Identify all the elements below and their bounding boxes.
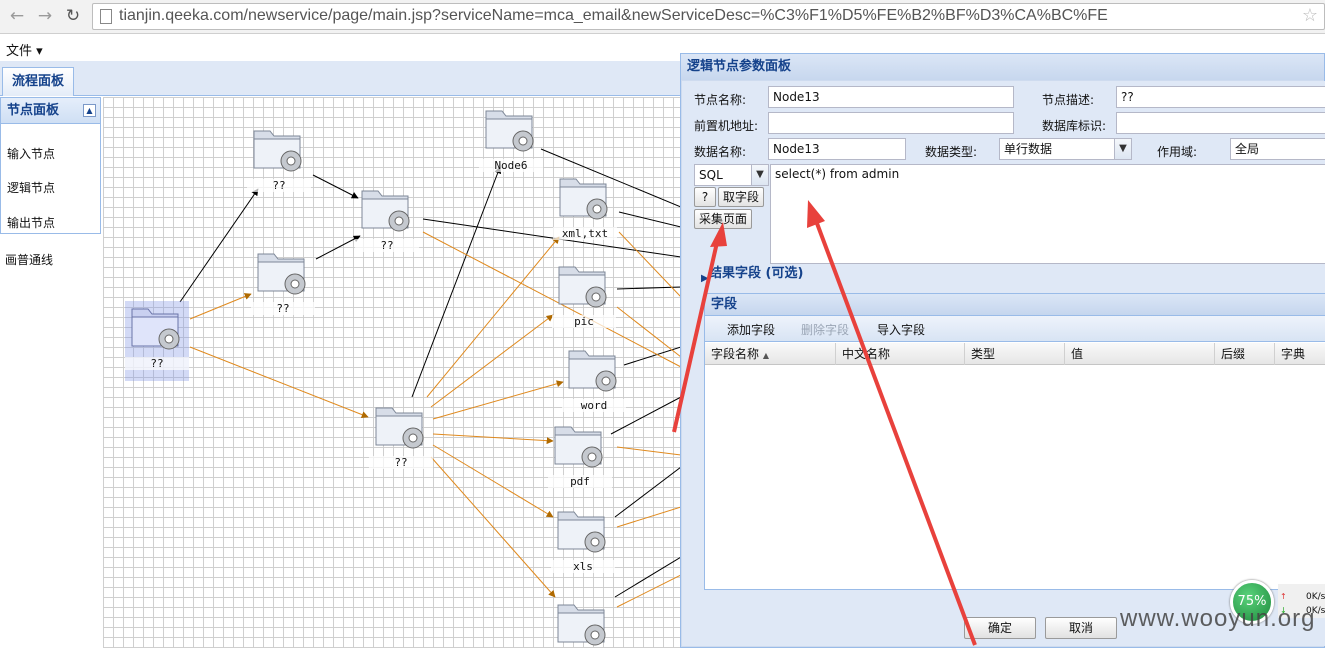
node-label: ??	[251, 302, 315, 315]
upload-icon: ↑	[1280, 592, 1287, 601]
fields-grid-header: 字段名称 ▲ 中文名称 类型 值 后缀 字典	[705, 343, 1325, 365]
node-item-output[interactable]: 输出节点	[7, 216, 56, 230]
data-name-input[interactable]: Node13	[768, 138, 906, 160]
node-desc-input[interactable]: ??	[1116, 86, 1325, 108]
scope-select[interactable]: 全局	[1230, 138, 1325, 160]
node-item-logic[interactable]: 逻辑节点	[7, 181, 56, 195]
column-header[interactable]: 值	[1065, 343, 1215, 365]
result-fields-label: 结果字段 (可选)	[709, 266, 804, 281]
logic-node-dialog: 逻辑节点参数面板 节点名称: Node13 节点描述: ?? 前置机地址: 数据…	[680, 53, 1325, 648]
node-label: ??	[247, 179, 311, 192]
node-name-input[interactable]: Node13	[768, 86, 1014, 108]
file-menu[interactable]: 文件 ▾	[6, 44, 43, 59]
db-id-label: 数据库标识:	[1042, 119, 1107, 133]
flow-node[interactable]: ??	[251, 246, 315, 326]
flow-node[interactable]: ??	[355, 183, 419, 263]
node-label: ??	[125, 357, 189, 370]
node-label: pdf	[548, 475, 612, 488]
back-icon[interactable]: ←	[9, 6, 25, 26]
node-label: Node6	[479, 159, 543, 172]
flow-node[interactable]: xls	[551, 504, 615, 584]
query-type-select[interactable]: SQL ▼	[694, 164, 769, 186]
flow-node[interactable]: ??	[369, 400, 433, 480]
node-panel: 节点面板 ▲ 输入节点 逻辑节点 输出节点	[0, 97, 101, 234]
add-field-button[interactable]: 添加字段	[727, 323, 776, 337]
node-label: word	[562, 399, 626, 412]
node-label: pic	[552, 315, 616, 328]
forward-icon[interactable]: →	[37, 6, 53, 26]
help-button[interactable]: ?	[694, 187, 716, 207]
delete-field-button[interactable]: 删除字段	[801, 323, 850, 337]
node-desc-label: 节点描述:	[1042, 93, 1095, 107]
data-type-select[interactable]: 单行数据 ▼	[999, 138, 1132, 160]
flow-node[interactable]: xml,txt	[553, 171, 617, 251]
column-header[interactable]: 字典	[1281, 347, 1306, 361]
get-fields-button[interactable]: 取字段	[718, 187, 764, 207]
dialog-body: 节点名称: Node13 节点描述: ?? 前置机地址: 数据库标识: 数据名称…	[682, 81, 1325, 646]
flow-node-selected[interactable]: ??	[125, 301, 189, 381]
flow-node[interactable]: word	[562, 343, 626, 423]
fields-panel: 字段 添加字段 删除字段 导入字段 字段名称 ▲ 中文名称 类型 值 后缀 字典	[704, 293, 1325, 590]
network-speed-text: ↑ 0K/s ↓ 0K/s	[1278, 584, 1325, 618]
frontend-addr-label: 前置机地址:	[694, 119, 759, 133]
watermark: www.wooyun.org	[1120, 605, 1316, 632]
query-type-value: SQL	[699, 168, 723, 182]
node-item-input[interactable]: 输入节点	[7, 147, 56, 161]
node-panel-header: 节点面板 ▲	[1, 98, 100, 124]
sort-asc-icon: ▲	[762, 351, 769, 360]
node-label: ??	[369, 456, 433, 469]
node-label: xml,txt	[553, 227, 617, 240]
flow-canvas[interactable]: ?? ?? ?? ?? ?? Node6 xml,txt pic word pd…	[103, 97, 681, 648]
frontend-addr-input[interactable]	[768, 112, 1014, 134]
bookmark-star-icon[interactable]: ☆	[1301, 5, 1318, 26]
column-header[interactable]: 后缀	[1215, 343, 1275, 365]
node-label: xls	[551, 560, 615, 573]
expand-icon[interactable]: ▶	[701, 273, 709, 284]
flow-node[interactable]: pdf	[548, 419, 612, 499]
chevron-down-icon[interactable]: ▼	[1114, 139, 1131, 159]
collapse-icon[interactable]: ▲	[83, 104, 96, 117]
flow-node[interactable]: Node6	[479, 103, 543, 183]
cancel-button[interactable]: 取消	[1045, 617, 1117, 639]
sql-textarea[interactable]: select(*) from admin	[770, 164, 1325, 264]
url-text[interactable]: tianjin.qeeka.com/newservice/page/main.j…	[119, 7, 1108, 24]
column-header[interactable]: 字段名称 ▲	[705, 343, 836, 365]
chevron-down-icon[interactable]: ▼	[751, 165, 768, 185]
result-fields-toggle[interactable]: ▶ 结果字段 (可选)	[701, 262, 1325, 286]
flow-node[interactable]	[551, 597, 615, 648]
data-name-label: 数据名称:	[694, 145, 747, 159]
network-speed-indicator: 75%	[1230, 580, 1274, 624]
node-panel-title: 节点面板	[7, 103, 60, 118]
flow-node[interactable]: ??	[247, 123, 311, 203]
ok-button[interactable]: 确定	[964, 617, 1036, 639]
flow-node[interactable]: pic	[552, 259, 616, 339]
fields-panel-title: 字段	[705, 294, 1325, 316]
connections	[179, 148, 681, 608]
scope-label: 作用域:	[1157, 145, 1198, 159]
db-id-input[interactable]	[1116, 112, 1325, 134]
draw-link-tool[interactable]: 画普通线	[5, 253, 54, 267]
address-bar[interactable]: tianjin.qeeka.com/newservice/page/main.j…	[92, 3, 1325, 30]
reload-icon[interactable]: ↻	[65, 6, 81, 26]
data-type-label: 数据类型:	[925, 145, 978, 159]
collect-page-button[interactable]: 采集页面	[694, 209, 752, 229]
page-icon	[100, 9, 112, 24]
tab-flow-panel[interactable]: 流程面板	[2, 67, 74, 96]
fields-toolbar: 添加字段 删除字段 导入字段	[705, 316, 1325, 342]
column-header[interactable]: 类型	[965, 343, 1065, 365]
browser-toolbar: ← → ↻ tianjin.qeeka.com/newservice/page/…	[0, 0, 1325, 34]
node-label: ??	[355, 239, 419, 252]
dialog-title: 逻辑节点参数面板	[681, 54, 1324, 80]
node-name-label: 节点名称:	[694, 93, 747, 107]
data-type-value: 单行数据	[1004, 142, 1053, 156]
download-icon: ↓	[1280, 606, 1287, 615]
import-field-button[interactable]: 导入字段	[877, 323, 926, 337]
